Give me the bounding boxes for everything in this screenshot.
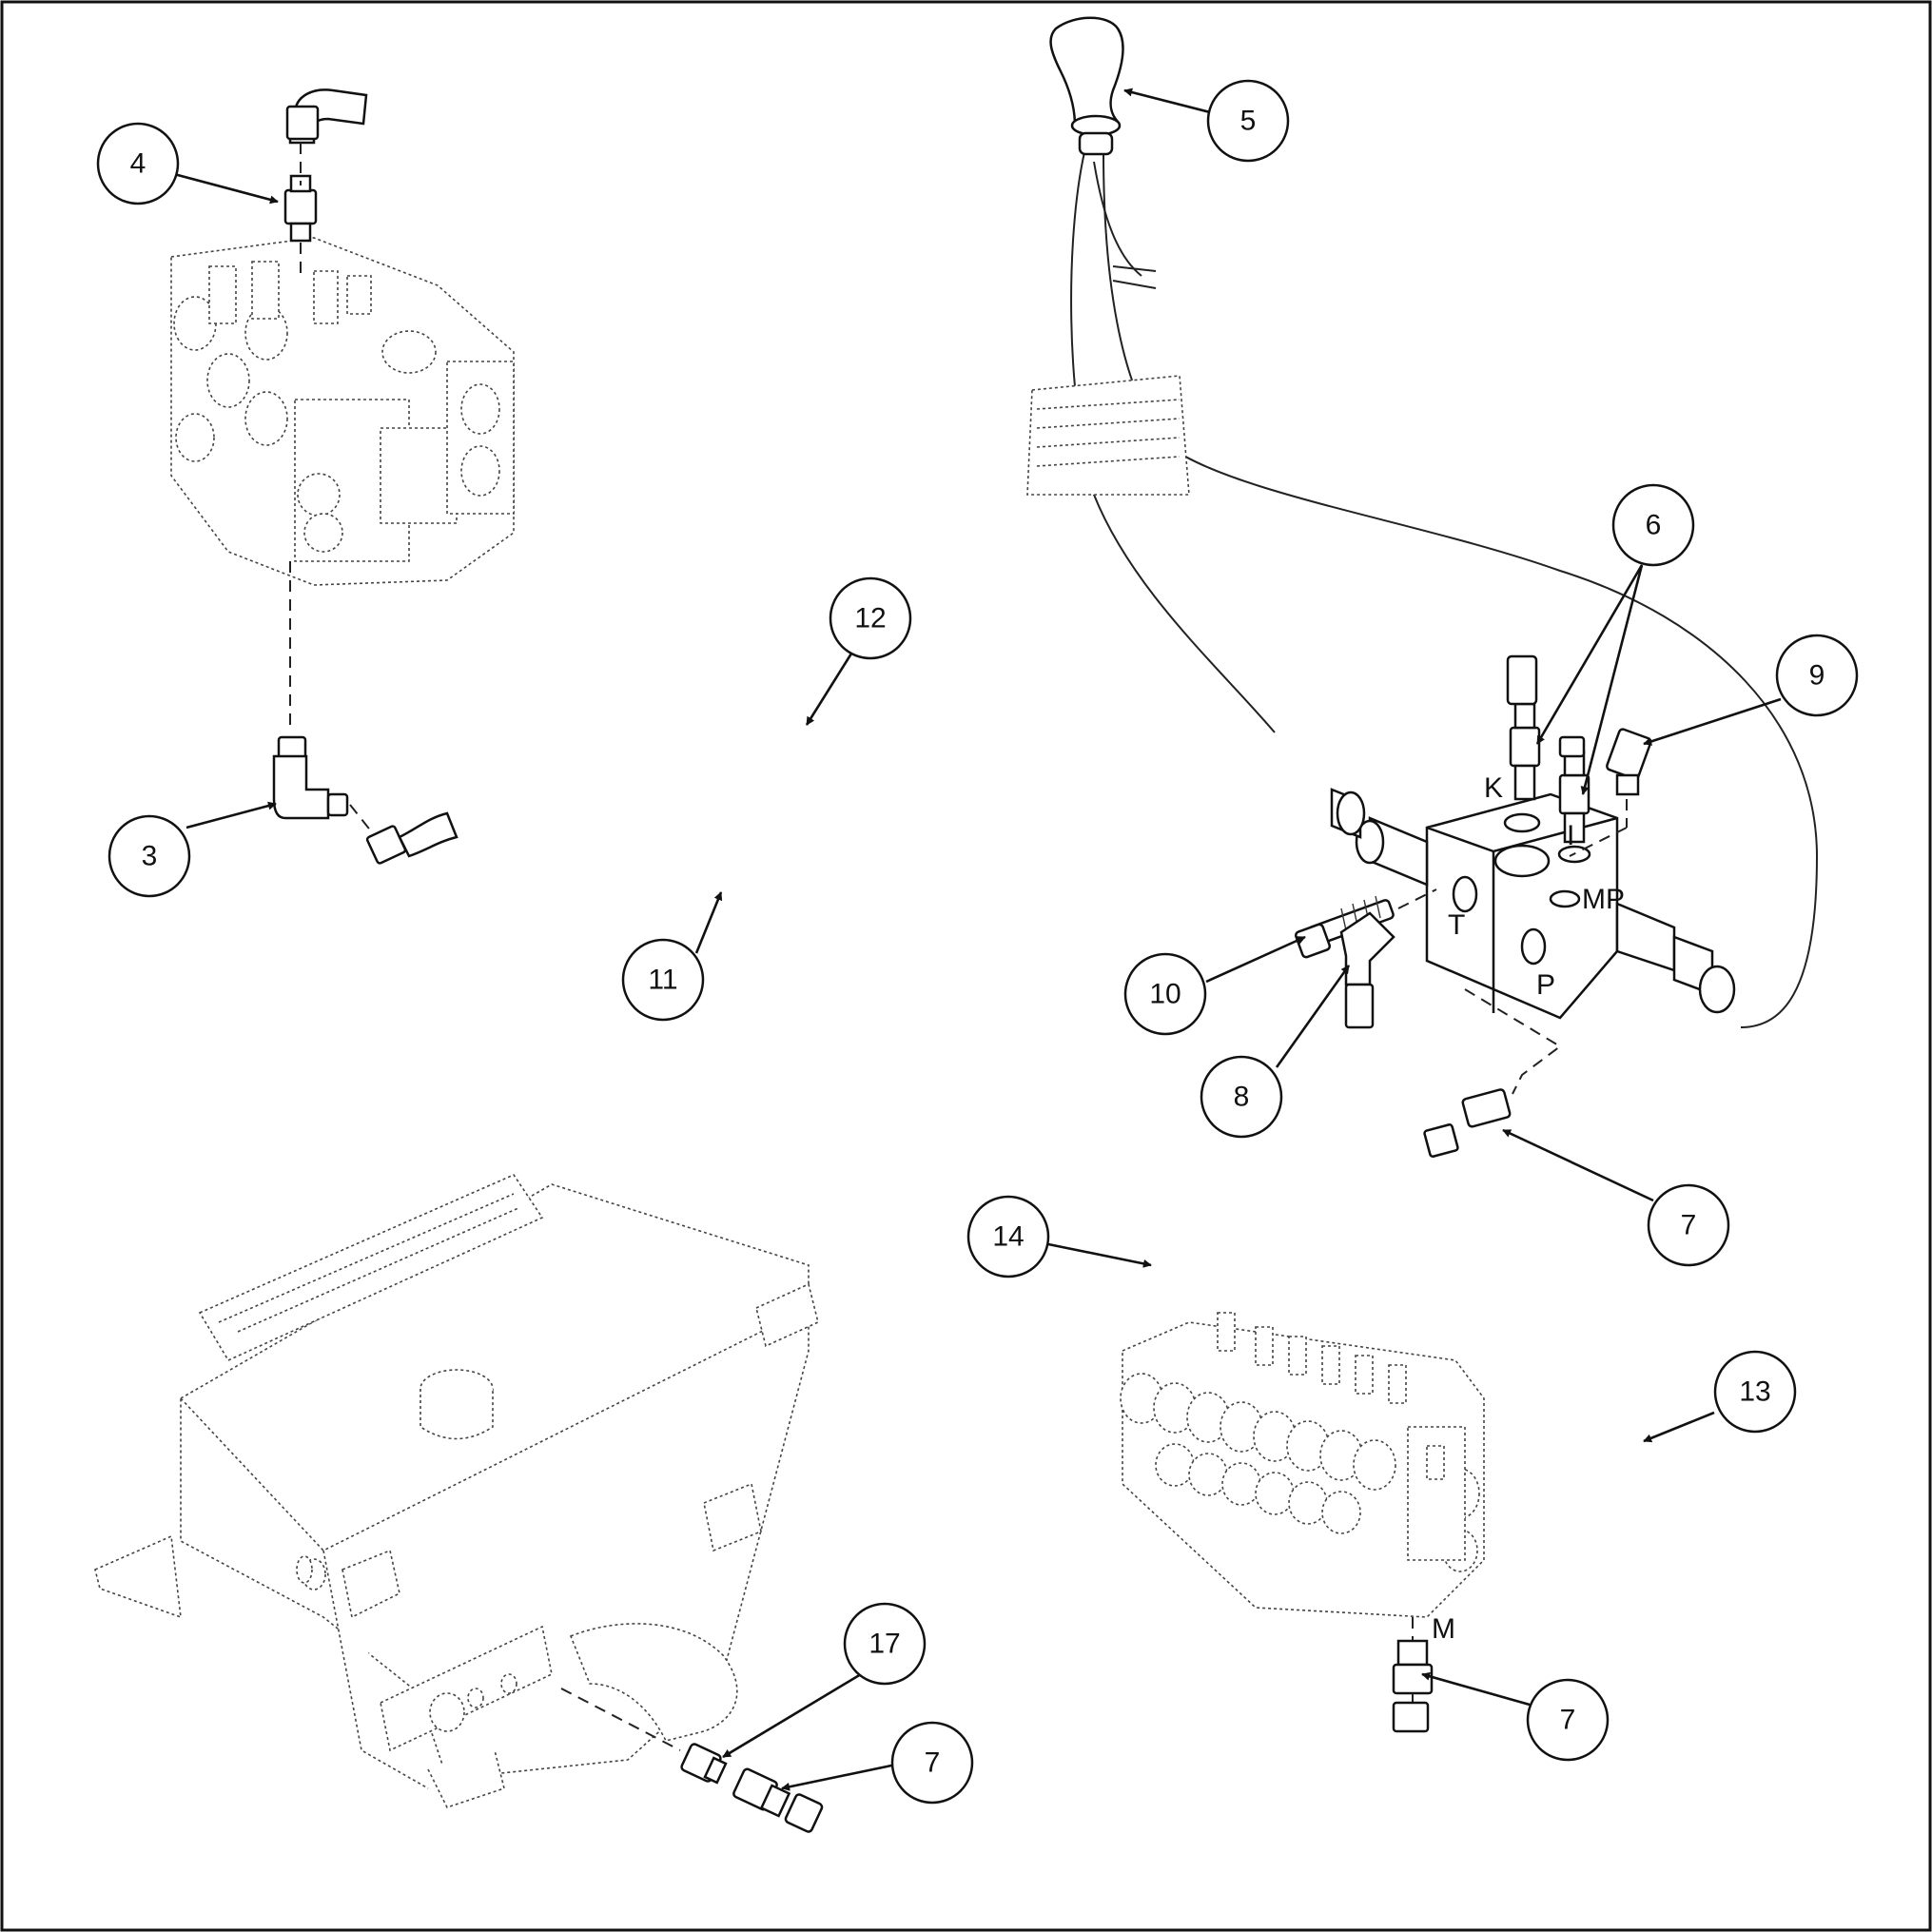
callout-17: 17 [843,1602,927,1686]
svg-text:12: 12 [854,603,886,634]
tank-fitting-leader [560,1688,681,1751]
callout-10: 10 [1123,952,1207,1036]
callout-7-upper: 7 [1647,1183,1730,1267]
port-label-mp: MP [1582,884,1625,915]
callout-7-lower-right: 7 [1526,1678,1610,1762]
svg-text:7: 7 [1681,1210,1697,1241]
callouts: 4 3 5 6 9 12 11 10 [96,79,1859,1805]
port-label-p: P [1536,969,1555,1001]
hose-11-end [365,811,459,865]
elbow-3 [272,561,377,838]
svg-text:3: 3 [142,841,158,872]
fitting-7-upper [1423,988,1562,1158]
hose-13 [1393,1131,1769,1865]
fitting-7-tank [732,1767,824,1833]
callout-11: 11 [621,938,705,1022]
svg-text:4: 4 [130,148,146,180]
callout-8: 8 [1200,1055,1283,1139]
main-valve-bank [1120,1312,1485,1618]
svg-text:6: 6 [1646,510,1662,541]
fitting-17 [680,1743,728,1785]
svg-text:10: 10 [1149,979,1181,1010]
port-labels: K I MP T P M [1432,772,1625,1645]
bolt-10 [1294,888,1437,959]
fitting-7-m-port [1392,1617,1434,1733]
svg-text:7: 7 [925,1747,941,1779]
svg-text:13: 13 [1739,1376,1770,1408]
callout-9: 9 [1775,634,1859,717]
fitting-9 [1569,728,1652,857]
hose-12 [356,99,1532,827]
hose-14 [789,1017,1371,1858]
callout-6: 6 [1611,483,1695,567]
port-label-t: T [1448,909,1465,941]
svg-text:9: 9 [1809,660,1825,692]
svg-text:5: 5 [1240,106,1257,137]
upper-control-valve [170,237,515,586]
elbow-8 [1339,911,1395,1029]
pilot-valve-block [1330,788,1736,1020]
svg-text:7: 7 [1560,1705,1576,1736]
hydraulic-tank [94,1173,819,1808]
joystick [1026,16,1190,496]
callout-13: 13 [1713,1350,1797,1434]
hose-group [356,99,1769,1865]
callout-3: 3 [107,814,191,898]
callout-12: 12 [829,576,912,660]
svg-text:8: 8 [1234,1082,1250,1113]
port-label-m: M [1432,1613,1455,1645]
svg-text:11: 11 [648,965,677,996]
callout-7-tank: 7 [890,1721,974,1805]
callout-14: 14 [966,1195,1050,1278]
svg-text:17: 17 [868,1629,900,1660]
svg-text:14: 14 [992,1221,1024,1253]
hose-12-end [285,88,368,141]
port-label-k: K [1484,772,1503,804]
callout-4: 4 [96,122,180,205]
port-label-i: I [1567,820,1574,851]
leaders [173,88,1782,1791]
fittings-6 [1506,654,1590,844]
callout-5: 5 [1206,79,1290,163]
hose-11 [437,629,1571,956]
